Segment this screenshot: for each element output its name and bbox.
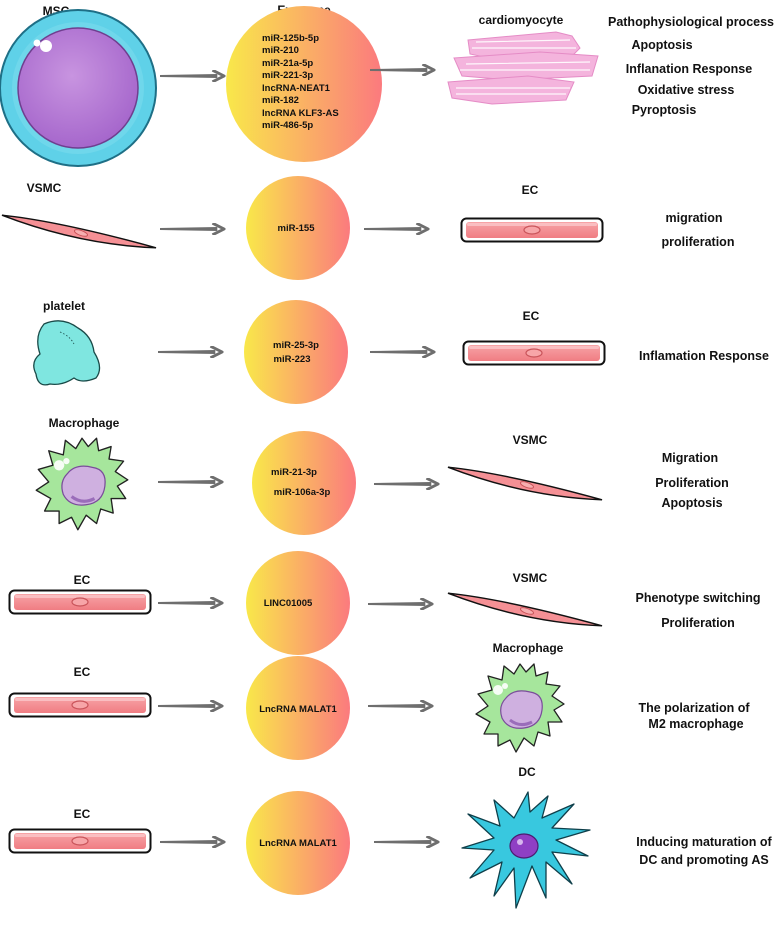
outcome-item: Proliferation (655, 476, 729, 490)
exosome-cargo: miR-221-3p (262, 70, 313, 81)
target-label-vsmc: VSMC (513, 433, 548, 447)
exosome-cargo: LncRNA MALAT1 (259, 704, 337, 715)
exosome-cargo: miR-486-5p (262, 120, 313, 131)
source-label-ec: EC (74, 665, 91, 679)
row-vsmc-ec: VSMC miR-155 EC migration proliferation (1, 176, 735, 280)
exosome-5: LINC01005 (246, 551, 350, 655)
arrow-6b (368, 700, 434, 712)
row-macrophage-vsmc: Macrophage miR-21-3p miR-106a-3p VSMC Mi… (34, 416, 729, 535)
arrow-2a (160, 223, 226, 235)
exosome-cargo: LINC01005 (264, 598, 313, 609)
exosome-cargo: lncRNA-NEAT1 (262, 83, 331, 94)
arrow-7b (374, 836, 440, 848)
arrow-3a (158, 346, 224, 358)
exosome-1: miR-125b-5p miR-210 miR-21a-5p miR-221-3… (226, 6, 382, 162)
arrow-1a (160, 70, 226, 82)
row-platelet-ec: platelet miR-25-3p miR-223 EC Inflamatio… (33, 299, 769, 404)
exosome-cargo: miR-21-3p (271, 467, 317, 478)
exosome-6: LncRNA MALAT1 (246, 656, 350, 760)
exosome-cargo: miR-106a-3p (274, 487, 331, 498)
row-ec-vsmc: EC LINC01005 VSMC Phenotype switching Pr… (8, 551, 761, 655)
row-ec-macrophage: EC LncRNA MALAT1 Macrophage The polariza… (8, 641, 750, 760)
ec-cell-graphic (460, 217, 604, 243)
macrophage-graphic (474, 662, 566, 754)
ec-cell-graphic (8, 589, 152, 615)
row-msc: MSC Exosome miR-125b-5p miR-210 miR-21a-… (0, 3, 774, 167)
outcome-item: Proliferation (661, 616, 735, 630)
exosome-cargo: miR-182 (262, 95, 299, 106)
target-label-macrophage: Macrophage (493, 641, 564, 655)
exosome-cargo: miR-25-3p (273, 340, 319, 351)
arrow-3b (370, 346, 436, 358)
exosome-4: miR-21-3p miR-106a-3p (252, 431, 356, 535)
outcome-item: Apoptosis (661, 496, 722, 510)
outcome-item: Apoptosis (631, 38, 692, 52)
arrow-6a (158, 700, 224, 712)
exosome-cargo: miR-21a-5p (262, 58, 313, 69)
arrow-7a (160, 836, 226, 848)
ec-cell-graphic (8, 828, 152, 854)
cardiomyocyte-graphic (447, 31, 599, 105)
exosome-cargo: miR-223 (274, 354, 311, 365)
vsmc-cell-graphic (447, 466, 603, 501)
outcome-header: Pathophysiological process (608, 15, 774, 29)
msc-cell-graphic (0, 9, 157, 167)
outcome-item: Inducing maturation of (636, 835, 772, 849)
outcome-item: migration (666, 211, 723, 225)
platelet-graphic (33, 320, 101, 386)
vsmc-cell-graphic (447, 592, 603, 627)
outcome-item: M2 macrophage (648, 717, 743, 731)
target-label-ec: EC (522, 183, 539, 197)
outcome-item: DC and promoting AS (639, 853, 768, 867)
source-label-macrophage: Macrophage (49, 416, 120, 430)
source-label-ec: EC (74, 573, 91, 587)
exosome-cargo: LncRNA MALAT1 (259, 838, 337, 849)
arrow-4a (158, 476, 224, 488)
outcome-item: Migration (662, 451, 718, 465)
source-label-vsmc: VSMC (27, 181, 62, 195)
source-label-ec: EC (74, 807, 91, 821)
target-label-dc: DC (518, 765, 536, 779)
exosome-3: miR-25-3p miR-223 (244, 300, 348, 404)
ec-cell-graphic (8, 692, 152, 718)
outcome-item: Pyroptosis (632, 103, 697, 117)
target-label-cardiomyocyte: cardiomyocyte (479, 13, 564, 27)
exosome-cargo: lncRNA KLF3-AS (262, 108, 339, 119)
vsmc-cell-graphic (1, 214, 157, 249)
macrophage-graphic (34, 436, 130, 532)
exosome-2: miR-155 (246, 176, 350, 280)
exosome-7: LncRNA MALAT1 (246, 791, 350, 895)
outcome-item: proliferation (662, 235, 735, 249)
exosome-cargo: miR-210 (262, 45, 299, 56)
exosome-cargo: miR-125b-5p (262, 33, 319, 44)
ec-cell-graphic (462, 340, 606, 366)
target-label-ec: EC (523, 309, 540, 323)
arrow-5b (368, 598, 434, 610)
row-ec-dc: EC LncRNA MALAT1 DC Inducing maturation … (8, 765, 773, 909)
source-label-platelet: platelet (43, 299, 85, 313)
outcome-item: Phenotype switching (635, 591, 760, 605)
outcome-item: The polarization of (638, 701, 750, 715)
arrow-2b (364, 223, 430, 235)
target-label-vsmc: VSMC (513, 571, 548, 585)
outcome-item: Oxidative stress (638, 83, 735, 97)
outcome-item: Inflamation Response (639, 349, 769, 363)
dc-cell-graphic (461, 791, 591, 909)
arrow-4b (374, 478, 440, 490)
arrow-5a (158, 597, 224, 609)
exosome-cargo: miR-155 (278, 223, 316, 234)
outcome-item: Inflanation Response (626, 62, 752, 76)
